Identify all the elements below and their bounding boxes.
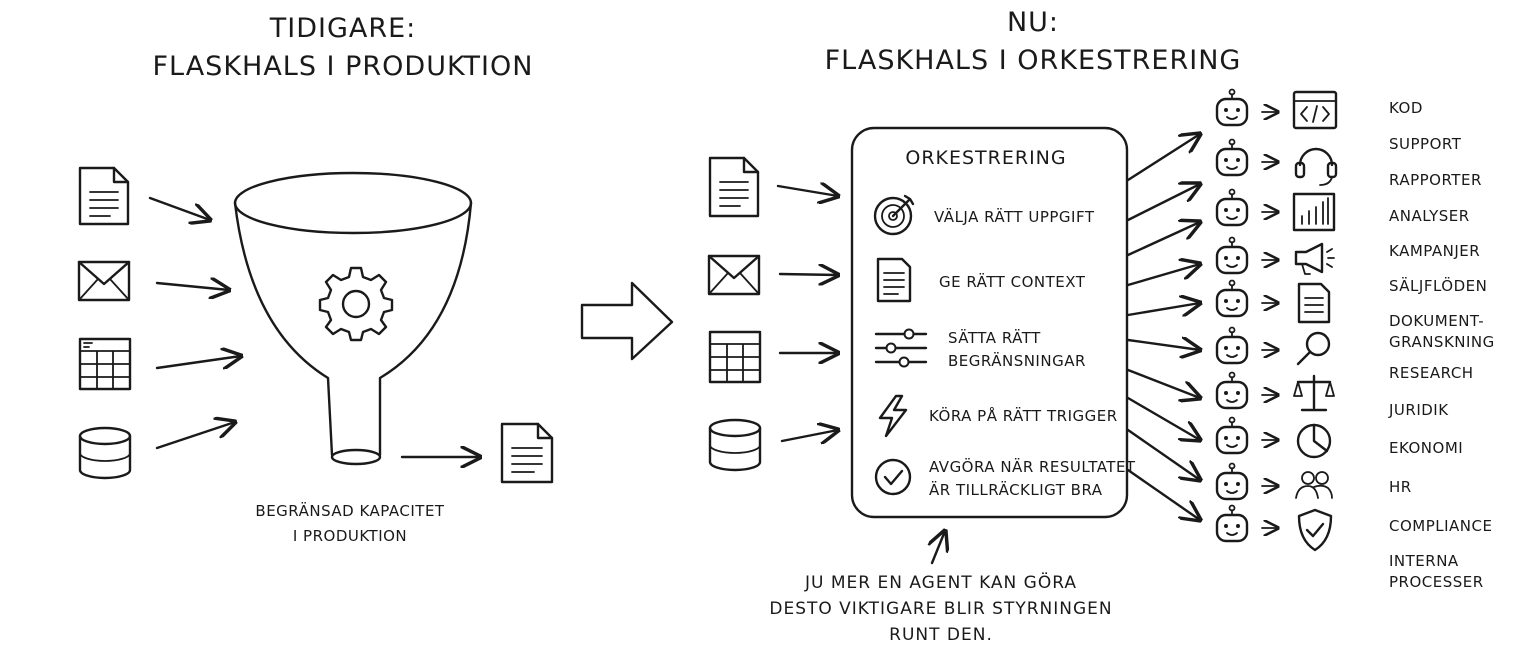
envelope-icon (77, 260, 131, 302)
target-icon (873, 194, 915, 236)
caption-arrow (932, 531, 945, 565)
step-label: AVGÖRA NÄR RESULTATET (929, 457, 1136, 476)
megaphone-icon (1294, 242, 1335, 275)
document-icon (708, 156, 760, 218)
output-label: JURIDIK (1388, 401, 1449, 419)
robot-icon (1215, 326, 1249, 365)
robot-icon (1215, 462, 1249, 501)
bar-chart-icon (1292, 192, 1336, 232)
input-arrow (155, 283, 229, 290)
left-caption-line1: BEGRÄNSAD KAPACITET (255, 501, 445, 520)
right-caption-line2: DESTO VIKTIGARE BLIR STYRNINGEN (769, 599, 1112, 619)
output-label: GRANSKNING (1389, 333, 1495, 351)
headset-icon (1294, 147, 1338, 186)
output-label: ANALYSER (1389, 207, 1470, 225)
robot-icon (1215, 504, 1249, 543)
people-icon (1295, 471, 1333, 499)
scales-icon (1293, 374, 1335, 412)
robot-icon (1215, 138, 1249, 177)
input-arrow (155, 422, 235, 450)
left-caption-line2: I PRODUKTION (293, 527, 407, 545)
right-caption-line3: RUNT DEN. (889, 625, 993, 645)
spreadsheet-icon (708, 330, 762, 384)
envelope-icon (707, 254, 761, 296)
robot-icon (1215, 88, 1249, 127)
input-arrow (148, 196, 210, 220)
output-label: SÄLJFLÖDEN (1389, 276, 1487, 295)
output-label: EKONOMI (1389, 439, 1463, 457)
robot-icon (1215, 279, 1249, 318)
checkmark-icon (874, 458, 912, 496)
robot-icon (1215, 188, 1249, 227)
step-label: BEGRÄNSNINGAR (948, 351, 1086, 370)
step-label: KÖRA PÅ RÄTT TRIGGER (929, 406, 1118, 425)
output-label: RESEARCH (1389, 364, 1474, 382)
spreadsheet-icon (78, 337, 132, 391)
output-label: KAMPANJER (1389, 242, 1480, 260)
left-title-line2: FLASKHALS I PRODUKTION (153, 51, 534, 82)
document-icon (500, 422, 554, 484)
output-label: PROCESSER (1389, 573, 1484, 591)
right-caption-line1: JU MER EN AGENT KAN GÖRA (804, 571, 1077, 593)
lightning-icon (878, 394, 908, 438)
input-arrow (778, 274, 838, 275)
document-icon (876, 257, 912, 303)
pie-chart-icon (1296, 423, 1332, 459)
code-window-icon (1292, 90, 1338, 130)
input-arrow (155, 356, 241, 368)
transition-arrow (580, 281, 674, 361)
robot-icon (1215, 371, 1249, 410)
output-label: SUPPORT (1389, 135, 1462, 153)
fan-out-arrows (1126, 134, 1200, 520)
input-arrow (776, 186, 838, 196)
orchestration-box (850, 126, 1129, 519)
database-icon (78, 426, 132, 480)
input-arrow (780, 430, 838, 441)
orchestration-title: ORKESTRERING (905, 147, 1066, 169)
shield-check-icon (1297, 508, 1333, 552)
sliders-icon (874, 328, 928, 368)
output-label: RAPPORTER (1389, 171, 1482, 189)
funnel (233, 171, 473, 466)
step-label: GE RÄTT CONTEXT (939, 272, 1086, 291)
magnifier-icon (1296, 331, 1331, 366)
gear-icon (318, 266, 394, 342)
right-title-line1: NU: (1007, 7, 1059, 38)
output-label: KOD (1389, 99, 1423, 117)
left-title-line1: TIDIGARE: (269, 13, 417, 44)
output-label: HR (1389, 478, 1412, 496)
output-label: INTERNA (1389, 552, 1459, 570)
output-label: DOKUMENT- (1389, 312, 1484, 330)
right-title-line2: FLASKHALS I ORKESTRERING (825, 45, 1242, 76)
output-label: COMPLIANCE (1389, 517, 1492, 535)
document-icon (78, 166, 130, 226)
step-label: ÄR TILLRÄCKLIGT BRA (929, 480, 1103, 499)
database-icon (708, 418, 762, 472)
step-label: SÄTTA RÄTT (948, 328, 1041, 347)
robot-icon (1215, 236, 1249, 275)
document-icon (1297, 282, 1331, 324)
robot-icon (1215, 416, 1249, 455)
step-label: VÄLJA RÄTT UPPGIFT (934, 207, 1095, 226)
